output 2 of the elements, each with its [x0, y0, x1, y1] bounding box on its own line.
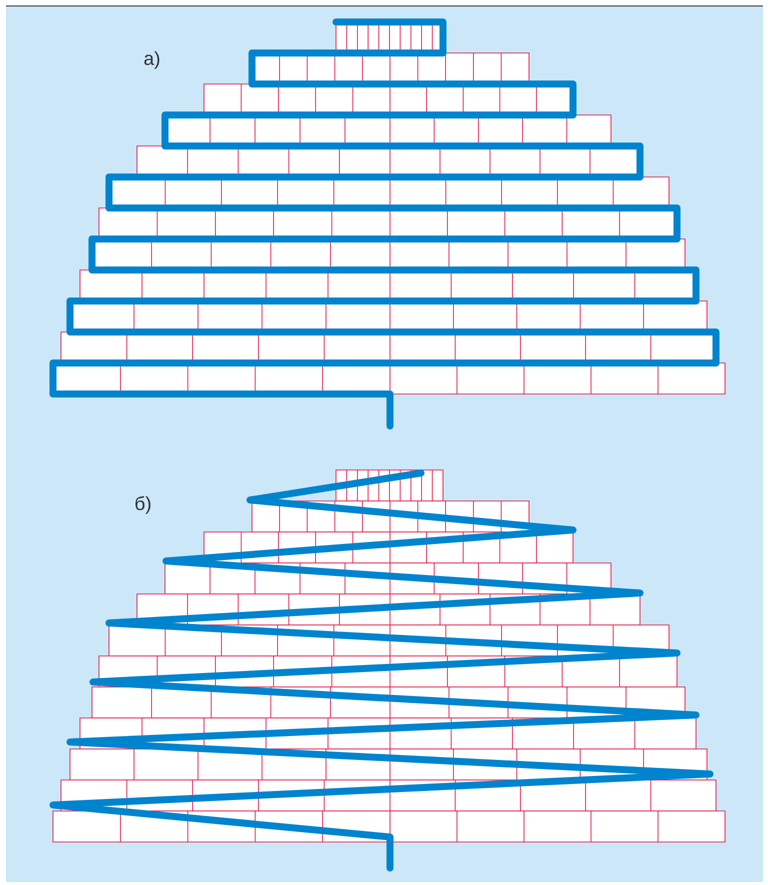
panel-label: б): [136, 496, 150, 514]
panel-label: а): [144, 51, 160, 69]
